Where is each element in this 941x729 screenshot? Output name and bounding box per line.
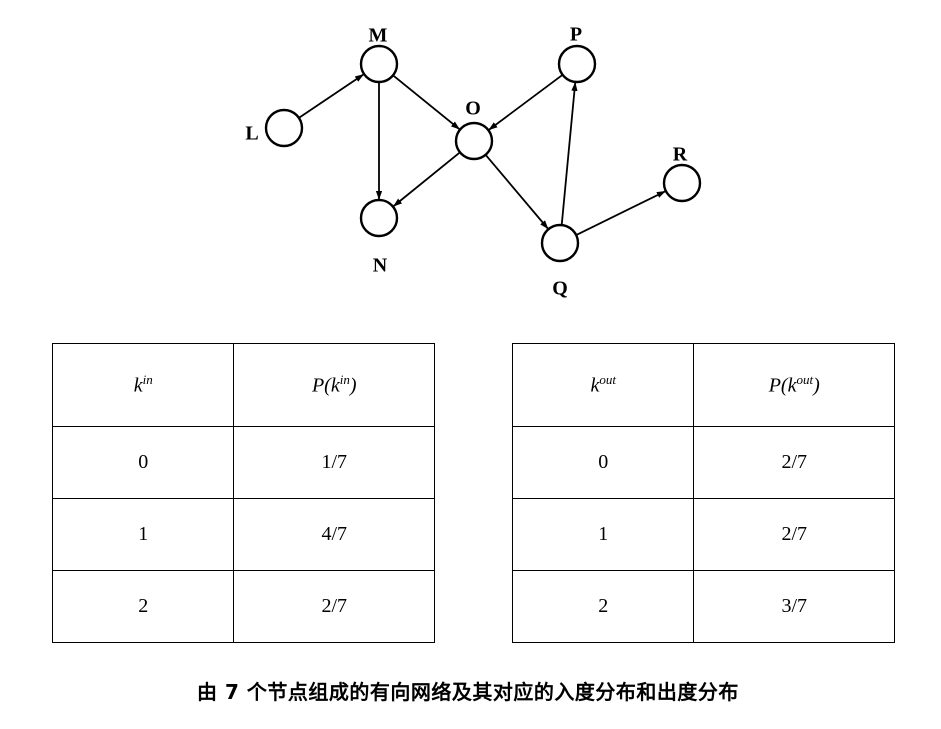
node-label-p: P: [570, 24, 582, 46]
p-k-out-value: 3/7: [693, 570, 895, 643]
table-row: 2 3/7: [511, 570, 895, 643]
k-in-value: 1: [51, 498, 235, 571]
k-in-value: 2: [51, 570, 235, 643]
node-label-q: Q: [552, 278, 568, 300]
p-k-in-header-sup: in: [339, 372, 350, 388]
node-label-m: M: [369, 25, 388, 47]
k-in-header-sup: in: [142, 372, 153, 388]
k-in-value: 0: [51, 426, 235, 499]
p-k-out-header-prefix: P(k: [768, 374, 797, 397]
k-in-header-base: k: [133, 374, 143, 397]
table-row: 0 1/7: [51, 426, 435, 499]
k-out-value: 2: [511, 570, 695, 643]
edges-layer: [298, 73, 666, 236]
edge-p-to-o: [488, 74, 564, 131]
edge-m-to-o: [392, 74, 460, 130]
figure-caption: 由 7 个节点组成的有向网络及其对应的入度分布和出度分布: [197, 680, 739, 704]
in-degree-distribution-table: kin P(kin) 0 1/7 1 4/7 2 2/7: [51, 343, 435, 643]
k-in-header: kin: [51, 343, 235, 427]
p-k-in-value: 4/7: [233, 498, 435, 571]
p-k-in-header: P(kin): [233, 343, 435, 427]
k-out-value: 1: [511, 498, 695, 571]
node-label-l: L: [245, 123, 258, 145]
node-circle-r: [662, 163, 702, 203]
table-row: 1 2/7: [511, 498, 895, 571]
node-l: L: [245, 108, 304, 148]
node-circle-l: [264, 108, 304, 148]
table-header-row: kin P(kin): [51, 343, 435, 427]
k-out-header: kout: [511, 343, 695, 427]
edge-q-to-p: [560, 82, 578, 226]
p-k-in-value: 1/7: [233, 426, 435, 499]
node-circle-p: [557, 44, 597, 84]
node-r: R: [662, 144, 702, 203]
table-row: 0 2/7: [511, 426, 895, 499]
p-k-in-header-prefix: P(k: [311, 374, 340, 397]
p-k-out-value: 2/7: [693, 426, 895, 499]
p-k-in-header-suffix: ): [349, 374, 357, 397]
edge-q-to-r: [575, 190, 666, 236]
node-circle-q: [540, 223, 580, 263]
edge-o-to-q: [484, 154, 549, 230]
node-circle-o: [454, 121, 494, 161]
k-out-value: 0: [511, 426, 695, 499]
node-n: N: [359, 198, 399, 277]
table-header-row: kout P(kout): [511, 343, 895, 427]
out-degree-distribution-table: kout P(kout) 0 2/7 1 2/7 2 3/7: [511, 343, 895, 643]
k-out-header-sup: out: [599, 372, 616, 388]
p-k-in-value: 2/7: [233, 570, 435, 643]
directed-network-graph: L M N O P Q R: [245, 24, 702, 300]
k-out-header-base: k: [590, 374, 600, 397]
edge-l-to-m: [298, 73, 364, 119]
node-circle-m: [359, 44, 399, 84]
node-label-r: R: [673, 144, 688, 166]
table-row: 2 2/7: [51, 570, 435, 643]
node-m: M: [359, 25, 399, 84]
table-row: 1 4/7: [51, 498, 435, 571]
p-k-out-value: 2/7: [693, 498, 895, 571]
node-q: Q: [540, 223, 580, 300]
node-o: O: [454, 98, 494, 161]
node-label-n: N: [373, 255, 388, 277]
node-label-o: O: [465, 98, 481, 120]
edge-o-to-n: [393, 151, 461, 207]
p-k-out-header-suffix: ): [813, 374, 820, 397]
node-p: P: [557, 24, 597, 84]
node-circle-n: [359, 198, 399, 238]
nodes-layer: L M N O P Q R: [245, 24, 702, 300]
p-k-out-header-sup: out: [796, 372, 814, 388]
p-k-out-header: P(kout): [693, 343, 895, 427]
